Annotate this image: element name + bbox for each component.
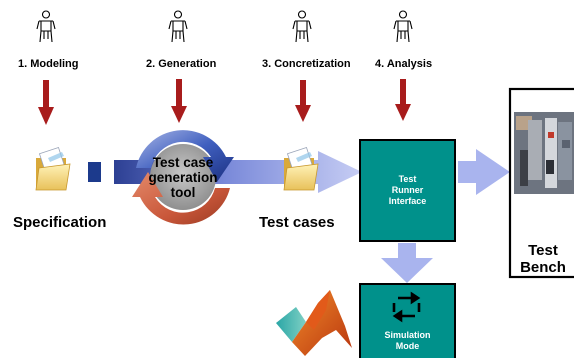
person-icon-modeling bbox=[36, 10, 56, 43]
test-runner-label: Test Runner Interface bbox=[360, 174, 455, 207]
arrow-down-concretization bbox=[295, 80, 311, 122]
person-icon-generation bbox=[168, 10, 188, 43]
test-cases-folder-icon bbox=[283, 147, 319, 191]
arrow-down-analysis bbox=[395, 79, 411, 121]
test-runner-line3: Interface bbox=[388, 196, 427, 206]
specification-label: Specification bbox=[13, 214, 107, 231]
arrow-to-bench bbox=[458, 149, 510, 195]
test-bench-line2: Bench bbox=[520, 259, 566, 276]
test-bench-label: Test Bench bbox=[514, 242, 572, 276]
generation-tool-line3: tool bbox=[170, 185, 196, 200]
test-bench-photo bbox=[514, 112, 574, 194]
specification-folder-icon bbox=[35, 147, 71, 191]
arrow-down-modeling bbox=[38, 80, 54, 125]
arrow-to-simulation bbox=[381, 243, 433, 283]
generation-tool-label: Test case generation tool bbox=[138, 155, 228, 200]
generation-cycle-icon bbox=[132, 130, 234, 225]
generation-tool-line1: Test case bbox=[152, 155, 214, 170]
simulation-line1: Simulation bbox=[384, 330, 431, 340]
simulation-loop-icon bbox=[392, 291, 421, 323]
step-label-analysis: 4. Analysis bbox=[375, 58, 433, 70]
arrow-down-generation bbox=[171, 79, 187, 123]
person-icon-concretization bbox=[292, 10, 312, 43]
test-runner-box bbox=[359, 139, 456, 242]
generation-tool-line2: generation bbox=[148, 170, 218, 185]
simulation-line2: Mode bbox=[395, 341, 420, 351]
step-label-modeling: 1. Modeling bbox=[18, 58, 79, 70]
person-icon-analysis bbox=[393, 10, 413, 43]
simulation-mode-label: Simulation Mode bbox=[360, 330, 455, 352]
matlab-logo-icon bbox=[276, 290, 352, 356]
step-label-generation: 2. Generation bbox=[146, 58, 217, 70]
test-cases-label: Test cases bbox=[259, 214, 335, 231]
step-label-concretization: 3. Concretization bbox=[262, 58, 351, 70]
test-runner-line1: Test bbox=[398, 174, 417, 184]
flow-start-block bbox=[88, 162, 101, 182]
test-bench-line1: Test bbox=[528, 242, 558, 259]
simulation-mode-box bbox=[359, 283, 456, 358]
test-runner-line2: Runner bbox=[391, 185, 424, 195]
